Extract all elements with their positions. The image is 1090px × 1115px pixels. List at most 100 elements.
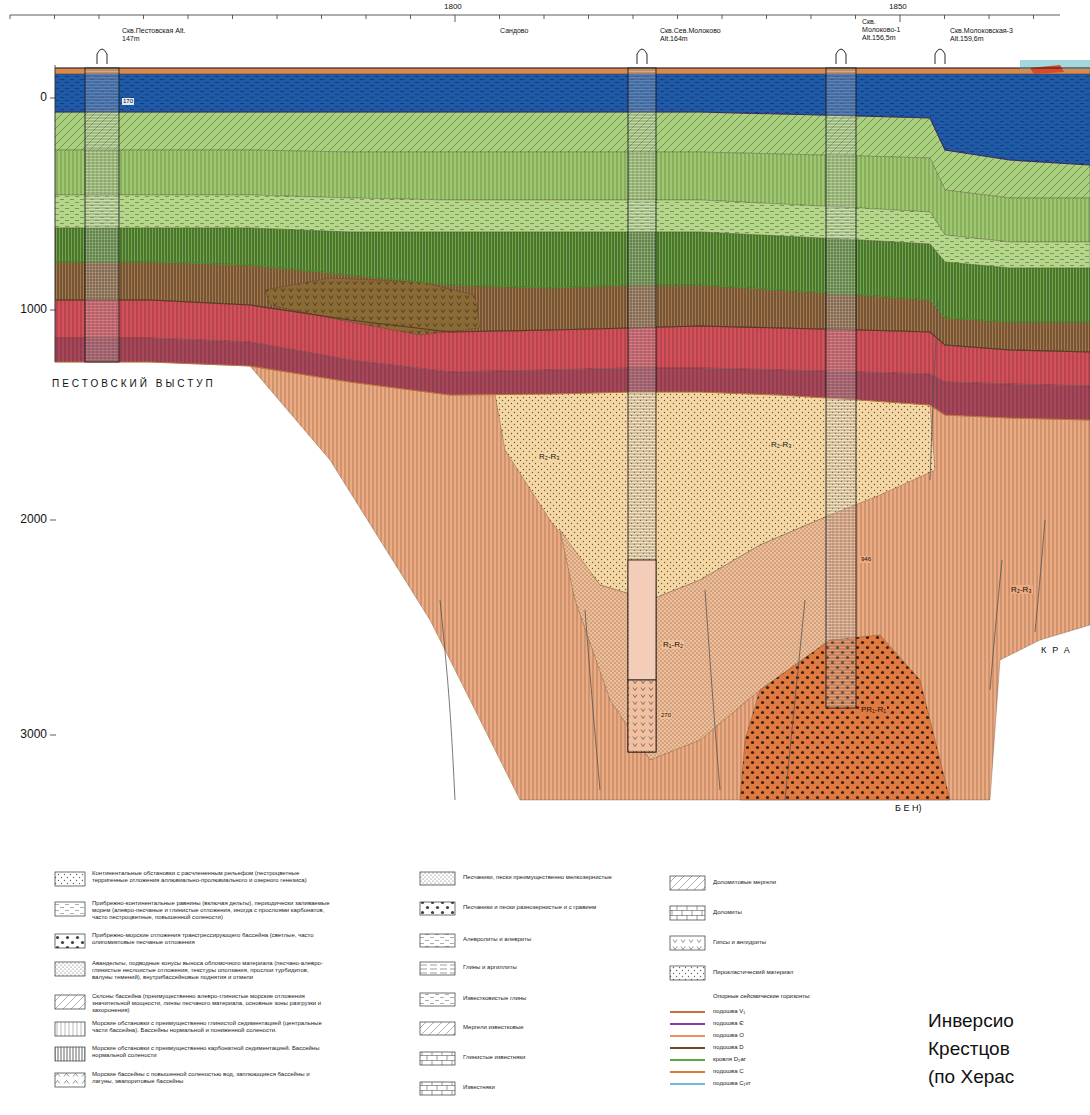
depth-number: 1000 (0, 303, 47, 317)
slide-title: Крестцов (928, 1038, 1010, 1060)
pattern-swatch (420, 902, 455, 915)
horizon-sample (670, 1083, 705, 1085)
well-symbol (836, 49, 846, 64)
structure-name: Б Е Н) (895, 803, 921, 813)
well-name: Скв.Молоковская-3 Alt.159,6m (950, 27, 1035, 43)
legend-sample (420, 872, 455, 885)
legend-sample (420, 993, 455, 1006)
legend-text: кровля D₂ar (713, 1056, 883, 1063)
fault-line (785, 600, 805, 800)
legend-sample (670, 1084, 705, 1085)
swatch-ground (670, 966, 705, 980)
legend-text: Пирокластический материал (713, 969, 883, 976)
legend-text: подошва C₁vr (713, 1080, 883, 1087)
horizon-sample (670, 1059, 705, 1061)
fault-line (1035, 520, 1045, 632)
well-interval-pattern (628, 680, 656, 752)
swatch-ground (420, 934, 455, 947)
distance-axis (10, 15, 1060, 16)
basement-body (250, 366, 1090, 800)
legend-text: Склоны бассейна (преимущественно алевро-… (92, 993, 330, 1014)
structure-name: ПЕСТОВСКИЙ ВЫСТУП (52, 378, 216, 390)
well-log (628, 68, 656, 752)
depth-value: 270 (660, 712, 672, 719)
well-column (628, 68, 656, 752)
well-column (826, 68, 856, 708)
axis-tick (410, 15, 411, 19)
layer-pattern (265, 278, 480, 335)
legend-text: подошва C (713, 1068, 883, 1075)
fault-line (990, 560, 1002, 690)
swatch-ground (55, 962, 85, 976)
legend-sample (670, 1072, 705, 1073)
legend-sample (420, 962, 455, 975)
fault-line (930, 300, 938, 480)
legend-sample (420, 1052, 455, 1065)
well-name: Скв. Молоково-1 Alt.156,5m (862, 18, 912, 42)
axis-tick (143, 15, 144, 19)
swatch-ground (55, 872, 85, 886)
swatch-ground (55, 934, 85, 948)
swatch-ground (420, 993, 455, 1006)
pattern-swatch (670, 936, 705, 950)
swatch-ground (420, 1052, 455, 1065)
axis-tick (188, 15, 189, 19)
legend-text: Морские обстановки с преимущественно кар… (92, 1045, 330, 1059)
legend-sample (670, 876, 705, 890)
pattern-swatch (55, 902, 85, 916)
legend-text: Прибрежно-континентальные равнины (включ… (92, 900, 330, 921)
depth-value: 170 (122, 98, 134, 105)
pattern-swatch (420, 993, 455, 1006)
horizon-sample (670, 1071, 705, 1073)
swatch-ground (55, 1073, 85, 1087)
legend-text: Морские бассейны с повышенной соленостью… (92, 1071, 330, 1085)
pattern-swatch (420, 872, 455, 885)
swatch-ground (420, 902, 455, 915)
well-column (85, 68, 119, 362)
scale-number: 1800 (444, 2, 462, 11)
depth-axis (55, 65, 56, 362)
legend-text: Мергели известковые (463, 1024, 653, 1031)
well-log (85, 68, 119, 362)
legend-text: Доломиты (713, 909, 883, 916)
legend-sample (670, 1048, 705, 1049)
layer-fill (265, 278, 480, 335)
axis-tick (50, 735, 56, 736)
legend-text: Песчаники и пески разнозернистые и с гра… (463, 904, 653, 911)
legend-sample (420, 934, 455, 947)
swatch-ground (420, 1082, 455, 1095)
legend-sample (420, 1022, 455, 1035)
axis-tick (811, 15, 812, 19)
legend-sample (670, 906, 705, 920)
legend-sample (55, 902, 85, 916)
pattern-swatch (55, 934, 85, 948)
legend-sample (55, 1073, 85, 1087)
place-name: Сандово (500, 27, 528, 35)
layer-fill (495, 392, 935, 600)
legend-text: подошва D (713, 1044, 883, 1051)
legend-text: Глинистые известняки (463, 1054, 653, 1061)
legend-text: Прибрежно-морские отложения трансгрессир… (92, 932, 330, 946)
slide-title: (по Херас (928, 1066, 1014, 1088)
fault-line (705, 590, 720, 790)
axis-tick (588, 15, 589, 19)
axis-tick (989, 15, 990, 19)
legend-text: Известковистые глины (463, 995, 653, 1002)
pattern-swatch (55, 1022, 85, 1036)
rift-fill (495, 392, 935, 600)
swatch-ground (55, 902, 85, 916)
axis-tick (944, 15, 945, 19)
pattern-swatch (420, 962, 455, 975)
layer-pattern (250, 366, 1090, 800)
pattern-swatch (420, 1052, 455, 1065)
axis-tick (50, 520, 56, 521)
depth-number: 0 (0, 91, 47, 105)
fault-line (440, 600, 455, 800)
legend-sample (55, 934, 85, 948)
swatch-ground (670, 876, 705, 890)
legend-sample (55, 962, 85, 976)
axis-tick (54, 15, 55, 19)
lens-body (265, 278, 480, 335)
axis-tick (10, 15, 11, 19)
